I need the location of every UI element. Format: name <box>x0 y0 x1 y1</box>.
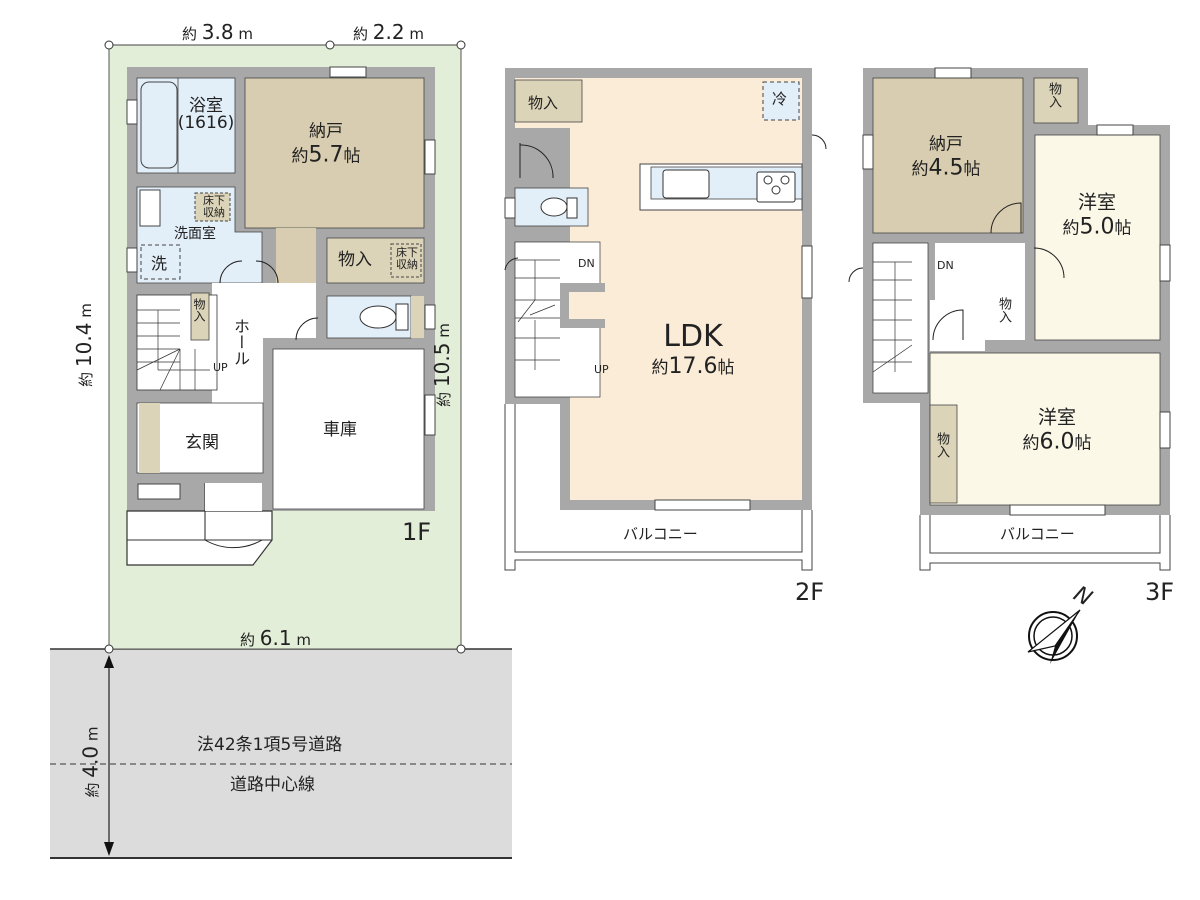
road-type-label: 法42条1項5号道路 <box>197 735 343 755</box>
road-centerline-label: 道路中心線 <box>230 775 315 795</box>
room-storage-1f: 物入 <box>338 250 372 270</box>
dim-left: 約 10.4 m <box>71 303 96 387</box>
room-washroom: 洗面室 <box>174 226 216 242</box>
underfloor-storage-2: 床下 収納 <box>396 246 418 271</box>
room-ldk: LDK 約17.6帖 <box>651 319 735 379</box>
floor-label-2f: 2F <box>795 578 825 606</box>
underfloor-storage-1: 床下 収納 <box>203 194 225 219</box>
floor-label-3f: 3F <box>1145 578 1175 606</box>
stairs-up-2f: UP <box>594 363 609 376</box>
dim-top-right: 約 2.2 m <box>353 20 425 44</box>
room-nando-3f: 納戸 約4.5帖 <box>911 134 981 181</box>
floor2-plan <box>504 68 827 571</box>
room-garage: 車庫 <box>323 420 357 440</box>
room-hall: ホール <box>231 318 250 366</box>
road-area <box>50 649 512 858</box>
floor-label-1f: 1F <box>402 518 432 546</box>
dim-bottom: 約 6.1 m <box>240 626 312 650</box>
room-western-2: 洋室 約6.0帖 <box>1022 406 1092 455</box>
room-entrance: 玄関 <box>185 433 219 453</box>
floor3-plan <box>848 67 1171 571</box>
room-storage-small-1f: 物入 <box>192 298 206 322</box>
room-storage-2f: 物入 <box>528 94 559 112</box>
fridge-space: 冷 <box>772 90 788 108</box>
stairs-dn-2f: DN <box>578 257 595 270</box>
room-storage-3f-3: 物入 <box>934 432 949 458</box>
room-western-1: 洋室 約5.0帖 <box>1062 191 1132 240</box>
balcony-2f: バルコニー <box>623 525 698 543</box>
stairs-dn-3f: DN <box>937 259 954 272</box>
washer-space: 洗 <box>151 254 168 273</box>
road-width-dim: 約 4.0 m <box>78 726 103 798</box>
dim-top-left: 約 3.8 m <box>182 20 254 44</box>
room-storage-3f-2: 物入 <box>996 297 1011 323</box>
dim-right: 約 10.5 m <box>429 323 454 407</box>
room-nando-1f: 納戸 約5.7帖 <box>291 121 361 168</box>
room-bath: 浴室 (1616) <box>177 96 235 133</box>
floor1-plan <box>126 66 436 566</box>
balcony-3f: バルコニー <box>1000 525 1075 543</box>
stairs-up-1f: UP <box>213 361 228 374</box>
north-compass-icon <box>1027 609 1081 664</box>
room-storage-3f-1: 物入 <box>1046 82 1061 108</box>
